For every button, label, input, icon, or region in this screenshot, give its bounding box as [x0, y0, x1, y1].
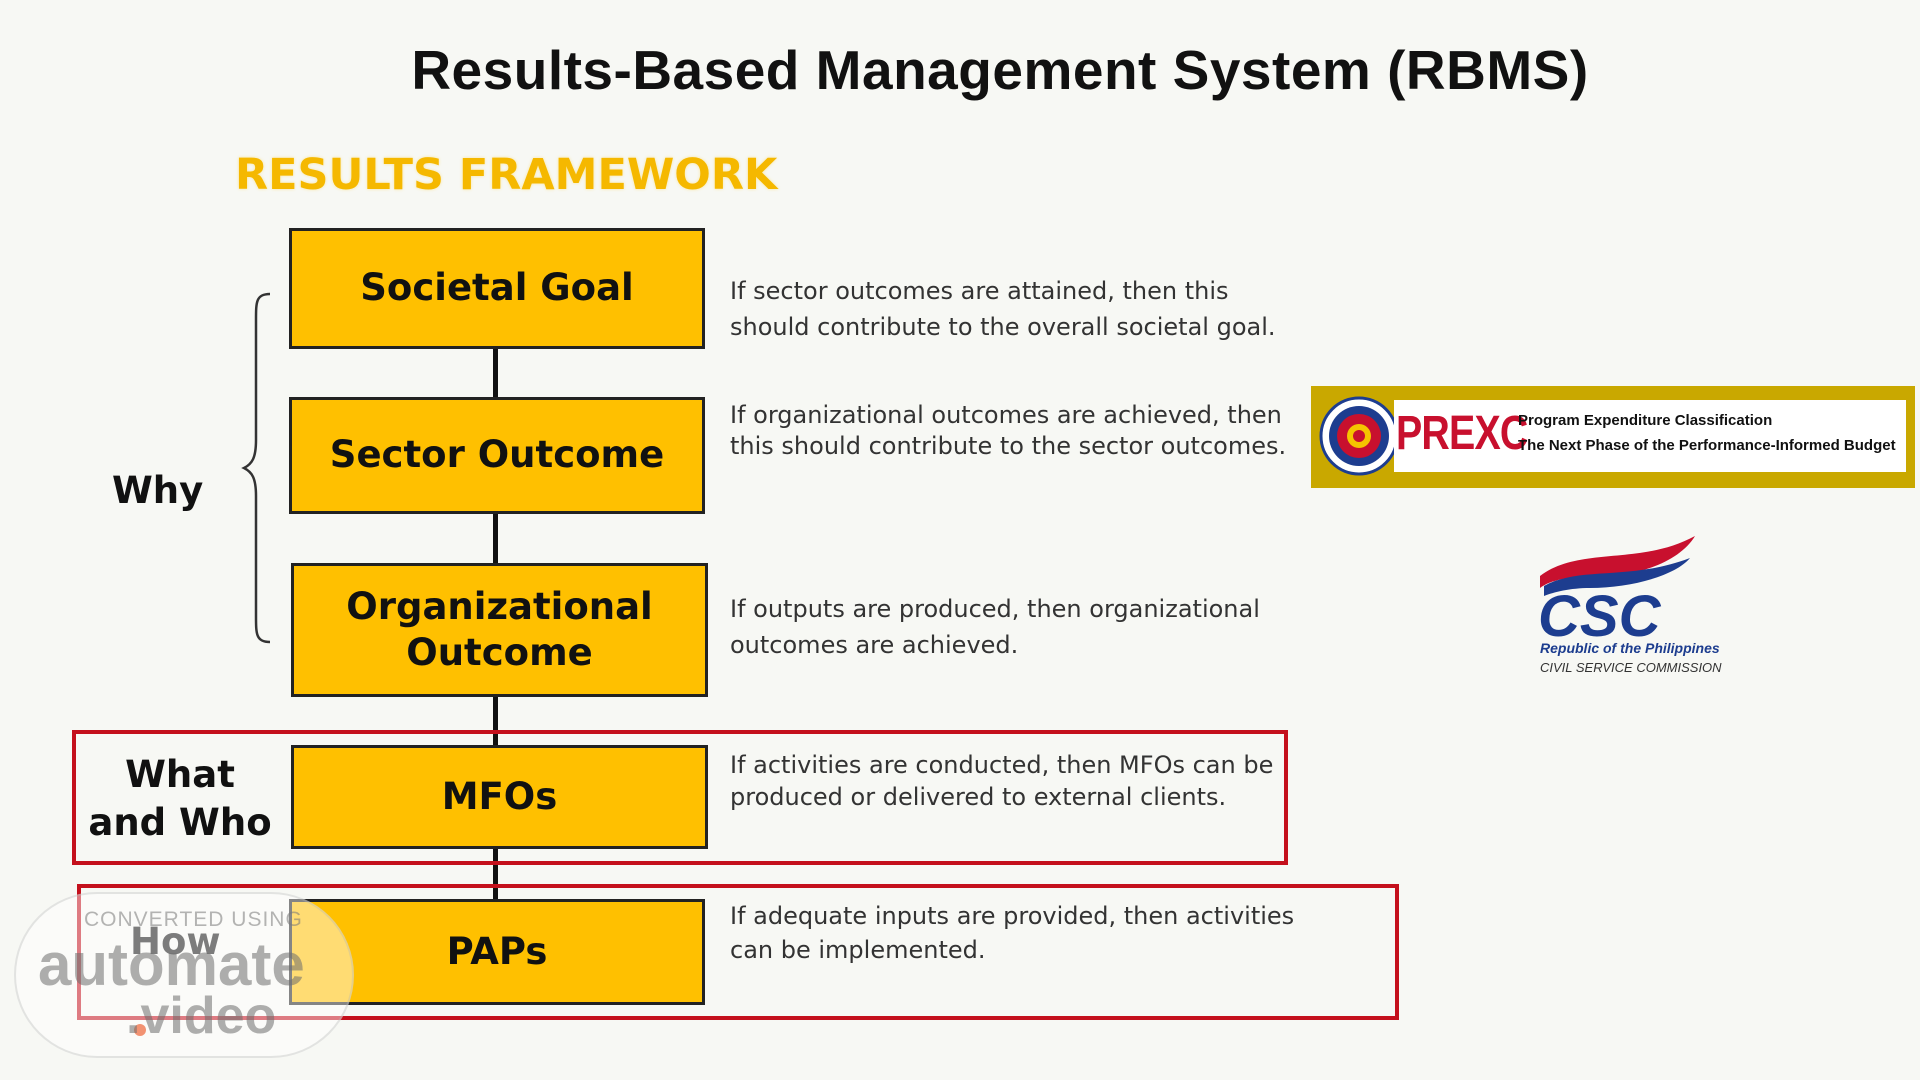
box-mfos: MFOs — [291, 745, 708, 849]
desc-paps: If adequate inputs are provided, then ac… — [730, 902, 1295, 964]
label-what-and-who: What and Who — [88, 753, 272, 845]
slide-title: Results-Based Management System (RBMS) — [411, 39, 1589, 101]
connector-line — [493, 846, 498, 901]
desc-mfos: If activities are conducted, then MFOs c… — [730, 751, 1274, 812]
connector-line — [493, 346, 498, 401]
dbm-seal-icon — [1319, 396, 1399, 476]
desc-organizational-outcome: If outputs are produced, then organizati… — [730, 595, 1260, 659]
box-organizational-outcome: Organizational Outcome — [291, 563, 708, 697]
prexc-line-2: The Next Phase of the Performance-Inform… — [1518, 437, 1896, 454]
box-sector-outcome: Sector Outcome — [289, 397, 705, 514]
desc-sector-outcome: If organizational outcomes are achieved,… — [730, 401, 1287, 461]
results-framework-heading: RESULTS FRAMEWORK — [235, 150, 778, 200]
prexc-logo: PREXC Program Expenditure Classification… — [1311, 386, 1915, 488]
box-societal-goal: Societal Goal — [289, 228, 705, 349]
watermark-line-3: .video — [126, 987, 277, 1045]
prexc-banner: PREXC Program Expenditure Classification… — [1394, 400, 1906, 472]
csc-commission-text: CIVIL SERVICE COMMISSION — [1540, 660, 1722, 675]
watermark-line-2: automate — [38, 931, 305, 998]
watermark-badge: CONVERTED USING automate .video — [14, 892, 354, 1058]
curly-brace — [241, 292, 271, 644]
watermark-line-1: CONVERTED USING — [84, 908, 303, 931]
csc-wordmark: CSC — [1538, 584, 1662, 640]
csc-emblem-icon: CSC — [1538, 536, 1695, 640]
label-why: Why — [112, 469, 204, 512]
desc-societal-goal: If sector outcomes are attained, then th… — [730, 277, 1276, 341]
label-how: How — [130, 920, 221, 963]
box-paps: PAPs — [289, 899, 705, 1005]
watermark-dot — [134, 1024, 146, 1036]
highlight-what-and-who — [72, 730, 1288, 865]
csc-logo: CSC Republic of the Philippines CIVIL SE… — [1530, 536, 1722, 681]
connector-line — [493, 510, 498, 565]
connector-line — [493, 694, 498, 746]
prexc-wordmark: PREXC — [1396, 407, 1528, 460]
csc-republic-text: Republic of the Philippines — [1540, 640, 1720, 656]
prexc-line-1: Program Expenditure Classification — [1518, 412, 1773, 429]
